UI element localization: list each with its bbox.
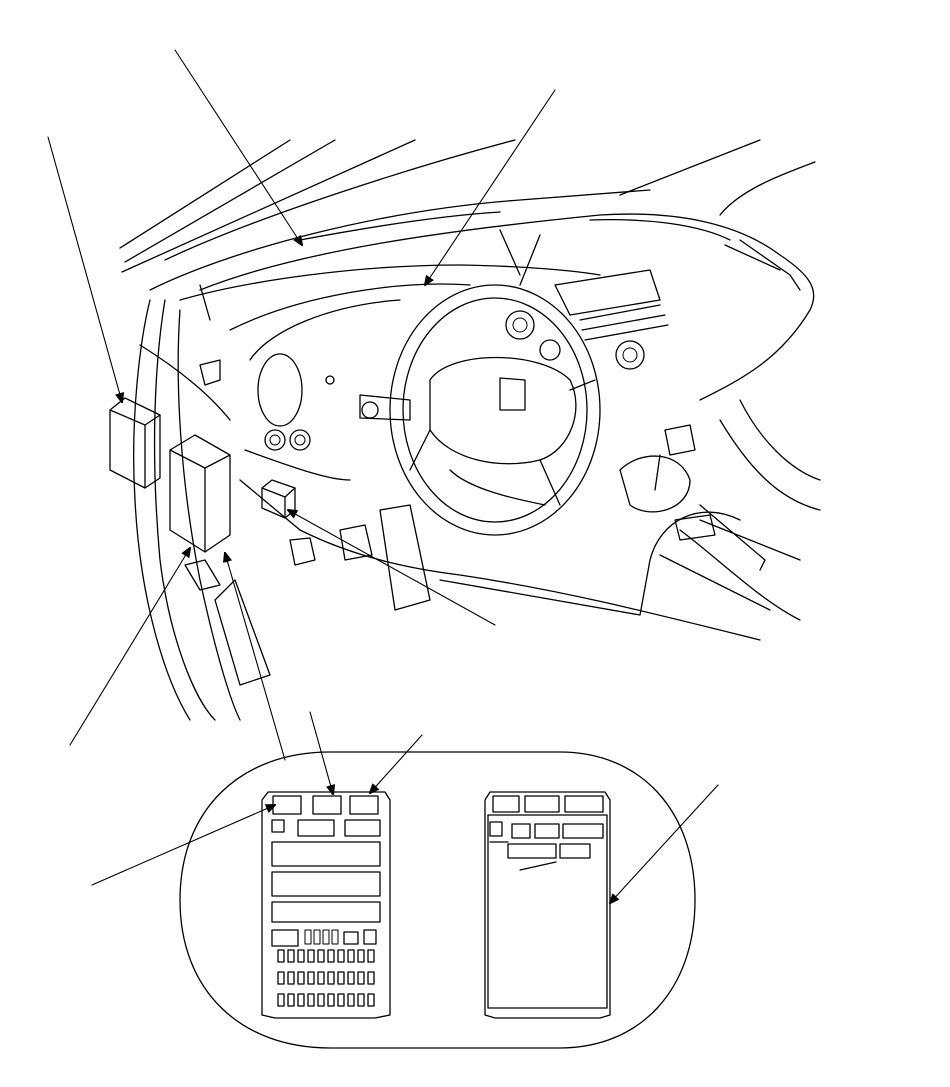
relay-box-upper bbox=[109, 397, 161, 489]
fuse-box-detail-view bbox=[179, 751, 696, 1049]
control-unit-box bbox=[169, 434, 231, 553]
center-console bbox=[505, 269, 766, 571]
windshield-lines bbox=[119, 139, 816, 291]
fuse-relay-box-with-cover bbox=[484, 791, 611, 1019]
leader-lines bbox=[47, 49, 719, 903]
dashboard-outline bbox=[133, 211, 821, 721]
fuse-relay-box-front bbox=[261, 791, 391, 1019]
pedals bbox=[184, 504, 431, 686]
steering-wheel-icon bbox=[359, 284, 601, 536]
instrument-cluster bbox=[199, 353, 335, 451]
